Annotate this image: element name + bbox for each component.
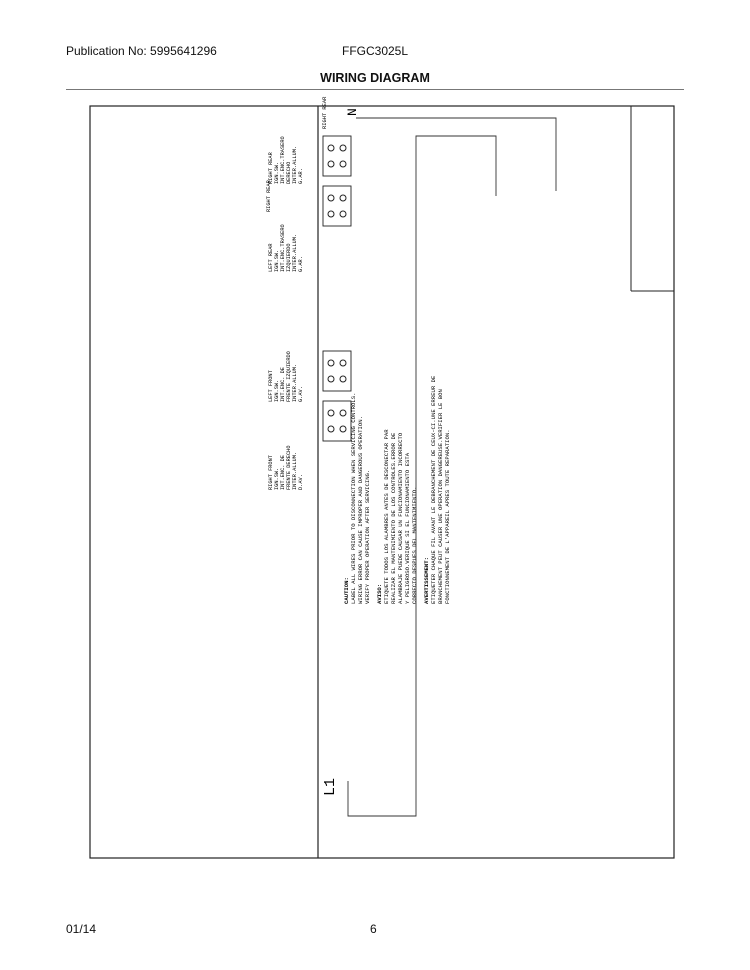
ss-rf-t1: IGN.SW. — [274, 468, 280, 490]
ss-lf-t5: G.AV. — [298, 386, 304, 402]
caution-fr-1: ETIQUETER CHAQUE FIL AVANT LE DEBRANCHEM… — [430, 375, 437, 604]
schematic-switch-label-rr: RIGHT REAR — [266, 179, 272, 212]
ss-rf-t2: INT.ENC. DE — [280, 455, 286, 490]
footer-page-number: 6 — [370, 922, 377, 936]
caution-en-2: WIRING ERROR CAN CAUSE IMPROPER AND DANG… — [357, 416, 364, 604]
ss-lr-t2: INT.ENC.TRASERO — [280, 224, 286, 272]
ss-lf-t1: IGN.SW. — [274, 380, 280, 402]
ss-lf-t2: INT.ENC. DE — [280, 367, 286, 402]
ss-lr-t4: INTER.ALLUM. — [292, 234, 298, 272]
ss-lr-t1: IGN.SW. — [274, 250, 280, 272]
ss-rr-t5: G.AR. — [298, 168, 304, 184]
schematic-switch-text-lr: LEFT REAR IGN.SW. INT.ENC.TRASERO IZQUIE… — [268, 224, 304, 272]
ss-rr-t3: DERECHO — [286, 162, 292, 184]
schematic-switch-lf — [322, 350, 352, 392]
ss-rf-t4: INTER.ALLUM. — [292, 452, 298, 490]
caution-en-0: CAUTION: — [343, 577, 350, 604]
caution-fr-3: FONCTIONNEMENT DE L'APPAREIL APRES TOUTE… — [444, 429, 451, 604]
diagram-frame — [89, 105, 675, 859]
ss-rr-t0: RIGHT REAR — [268, 151, 274, 184]
ss-lr-t0: LEFT REAR — [268, 243, 274, 272]
caution-es-1: ETIQUETE TODOS LOS ALAMBRES ANTES DE DES… — [383, 429, 390, 604]
caution-es-5: CORRECTO DESPUES DEL MANTENIMIENTO. — [411, 487, 418, 605]
caution-es-0: AVISO: — [376, 584, 383, 604]
ss-lf-t0: LEFT FRONT — [268, 370, 274, 402]
footer-date: 01/14 — [66, 922, 97, 936]
caution-es-2: REALIZAR EL MANTENIMIENTO DE LOS CONTROL… — [390, 432, 397, 604]
caution-es-4: Y PELIGROSO.VERIQUE SI EL FUNCIONAMIENTO… — [404, 452, 411, 604]
ss-rr-t1: IGN.SW. — [274, 162, 280, 184]
page-title: WIRING DIAGRAM — [320, 71, 430, 85]
ss-rf-t5: D.AV. — [298, 474, 304, 490]
ss-rr-0: RIGHT REAR — [266, 179, 272, 212]
schematic-switch-rr-label: RIGHT REAR — [322, 96, 328, 129]
header-divider — [66, 89, 684, 90]
ss0-l0: RIGHT REAR — [322, 96, 328, 129]
caution-es-3: ALAMBRAJE PUEDE CAUSAR UN FUNCIONAMIENTO… — [397, 432, 404, 604]
neutral-label-n: N — [345, 108, 360, 116]
schematic-panel: L1 N CAUTION: LABEL ALL WIRES PRIOR TO D… — [266, 96, 557, 817]
caution-en-1: LABEL ALL WIRES PRIOR TO DISCONNECTION W… — [350, 393, 357, 604]
ss-rf-t0: RIGHT FRONT — [268, 455, 274, 490]
schematic-n-wire — [356, 117, 557, 191]
wiring-diagram: L1 N CAUTION: LABEL ALL WIRES PRIOR TO D… — [89, 96, 675, 859]
schematic-switch-text-rr: RIGHT REAR IGN.SW. INT.ENC.TRASERO DEREC… — [268, 136, 304, 184]
caution-block: CAUTION: LABEL ALL WIRES PRIOR TO DISCON… — [343, 375, 451, 604]
schematic-switch-rf — [322, 400, 352, 442]
schematic-switch-lr — [322, 185, 352, 227]
schematic-switch-text-rf: RIGHT FRONT IGN.SW. INT.ENC. DE FRENTE D… — [268, 445, 304, 490]
schematic-switch-text-lf: LEFT FRONT IGN.SW. INT.ENC. DE FRENTE IZ… — [268, 351, 304, 402]
line-label-l1: L1 — [322, 778, 339, 796]
model-number: FFGC3025L — [342, 44, 409, 58]
ss-lf-t4: INTER.ALLUM. — [292, 364, 298, 402]
ss-rr-t2: INT.ENC.TRASERO — [280, 136, 286, 184]
ss-rr-t4: INTER.ALLUM. — [292, 146, 298, 184]
caution-fr-2: BRANCHEMENT PEUT CAUSER UNE OPERATION DA… — [437, 389, 444, 604]
publication-number: Publication No: 5995641296 — [66, 44, 217, 58]
schematic-switch-rr — [322, 135, 352, 177]
caution-en-3: VERIFY PROPER OPERATION AFTER SERVICING. — [364, 470, 371, 604]
ss-rf-t3: FRENTE DERECHO — [286, 445, 292, 490]
schematic-l1-wire — [347, 135, 497, 817]
caution-fr-0: AVERTISSEMENT: — [423, 557, 430, 604]
ss-lr-t3: IZQUIERDO — [286, 243, 292, 272]
ss-lf-t3: FRENTE IZQUIERDO — [286, 351, 292, 402]
ss-lr-t5: G.AR. — [298, 256, 304, 272]
